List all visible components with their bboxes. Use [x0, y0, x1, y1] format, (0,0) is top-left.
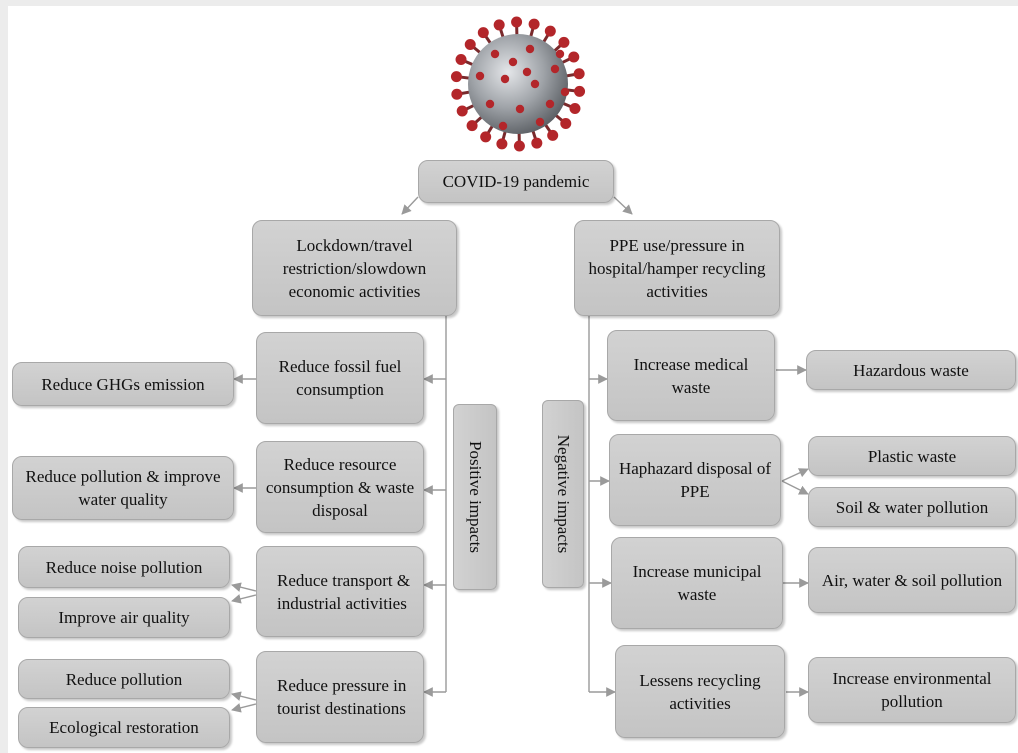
arrow-to-pollution [231, 691, 257, 701]
positive-impacts-label: Positive impacts [453, 404, 497, 590]
arrow-root-to-right [613, 196, 633, 215]
right-effect-node: Lessens recycling activities [615, 645, 785, 738]
left-cause-node: Lockdown/travel restriction/slowdown eco… [252, 220, 457, 316]
left-effect-node: Reduce resource consumption & waste disp… [256, 441, 424, 533]
right-effect-node: Haphazard disposal of PPE [609, 434, 781, 526]
positive-impacts-text: Positive impacts [466, 441, 485, 553]
right-outcome-node: Air, water & soil pollution [808, 547, 1016, 613]
left-outcome-node: Improve air quality [18, 597, 230, 638]
left-outcome-node: Reduce pollution & improve water quality [12, 456, 234, 520]
arrow-to-air [231, 594, 257, 604]
arrow-root-to-left [401, 196, 419, 215]
right-effect-node: Increase municipal waste [611, 537, 783, 629]
arrow-to-eco [231, 703, 257, 713]
negative-impacts-text: Negative impacts [554, 434, 573, 554]
right-outcome-node: Plastic waste [808, 436, 1016, 476]
right-cause-node: PPE use/pressure in hospital/hamper recy… [574, 220, 780, 316]
root-node: COVID-19 pandemic [418, 160, 614, 203]
arrow-to-noise [231, 582, 257, 592]
left-outcome-node: Reduce GHGs emission [12, 362, 234, 406]
arrow-to-soil-water [781, 480, 809, 495]
right-outcome-node: Soil & water pollution [808, 487, 1016, 527]
right-effect-node: Increase medical waste [607, 330, 775, 421]
negative-impacts-label: Negative impacts [542, 400, 584, 588]
right-outcome-node: Increase environmental pollution [808, 657, 1016, 723]
left-outcome-node: Reduce noise pollution [18, 546, 230, 588]
left-effect-node: Reduce transport & industrial activities [256, 546, 424, 637]
right-outcome-node: Hazardous waste [806, 350, 1016, 390]
left-outcome-node: Ecological restoration [18, 707, 230, 748]
arrow-to-plastic [781, 468, 809, 482]
coronavirus-icon [450, 16, 586, 152]
left-effect-node: Reduce pressure in tourist destinations [256, 651, 424, 743]
left-effect-node: Reduce fossil fuel consumption [256, 332, 424, 424]
left-outcome-node: Reduce pollution [18, 659, 230, 699]
